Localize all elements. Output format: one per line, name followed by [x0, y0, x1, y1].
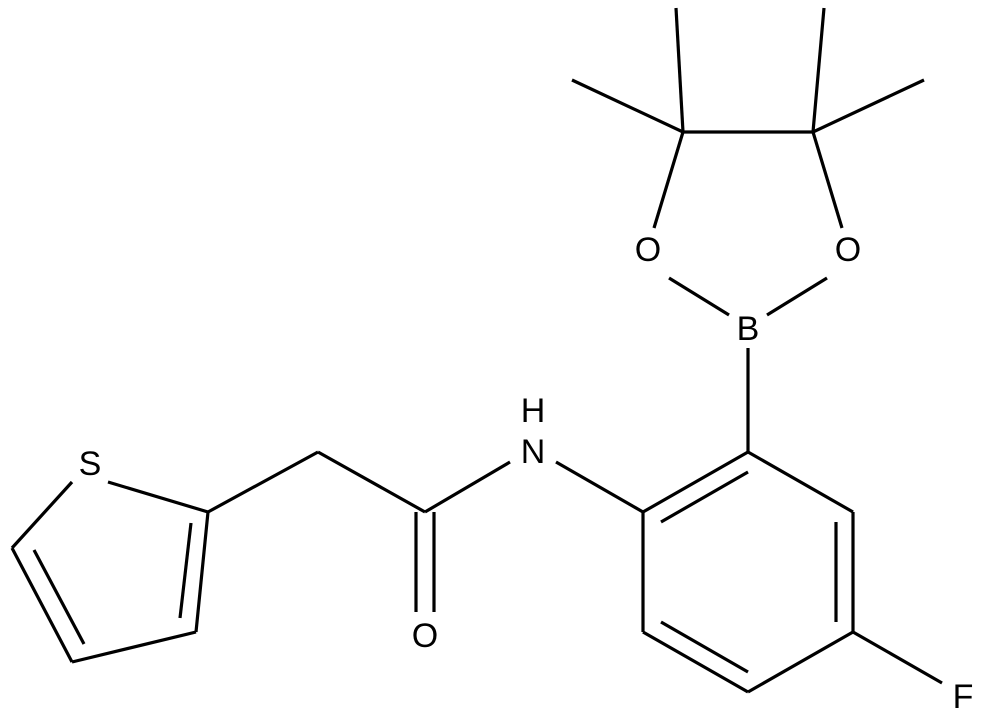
bond-c5-c6-inner: [660, 620, 749, 674]
bond-s-c2: [107, 480, 209, 514]
bond-c5-c4: [10, 547, 74, 663]
bond-b-o-right: [766, 276, 828, 317]
atom-labels: S H N O B O O F: [79, 231, 974, 716]
bond-c1-c2: [642, 450, 749, 514]
bond-s-c5: [10, 480, 74, 550]
bond-c5-c4-inner: [32, 549, 86, 645]
bond-o-left-c: [652, 131, 685, 229]
bond-n-aryl: [555, 460, 644, 514]
atom-o-carbonyl: O: [412, 617, 438, 655]
bond-methyl-4: [812, 78, 925, 134]
bond-c4-c3: [71, 630, 197, 664]
bond-c5-c6: [642, 630, 749, 694]
bond-ch2-co: [317, 450, 426, 514]
bond-o-right-c: [811, 131, 844, 229]
bond-methyl-3: [811, 7, 826, 133]
atom-b: B: [737, 310, 760, 348]
atom-s: S: [79, 445, 102, 483]
atom-o-ring-right: O: [835, 231, 861, 269]
atom-f: F: [953, 678, 974, 716]
atom-n: N: [521, 433, 546, 471]
fluorophenyl-ring: [641, 450, 943, 694]
pinacol-boronate: [571, 7, 925, 452]
bond-c4-c5: [747, 630, 854, 694]
thiophene-ring: [10, 480, 210, 664]
bond-c3-c2-inner: [178, 522, 193, 619]
bond-co-n: [424, 460, 511, 514]
bond-c4-f: [852, 630, 943, 685]
acetamide-linker: [207, 450, 644, 612]
bond-c1-c2-inner: [660, 470, 749, 524]
bond-c3-c2: [194, 511, 210, 633]
atom-o-ring-left: O: [635, 231, 661, 269]
atom-h: H: [521, 392, 546, 430]
bond-methyl-1: [674, 7, 685, 133]
bond-methyl-2: [571, 78, 684, 134]
bond-b-o-left: [668, 276, 730, 317]
bond-c2-ch2: [207, 450, 319, 514]
bond-c2-c3: [747, 450, 854, 514]
